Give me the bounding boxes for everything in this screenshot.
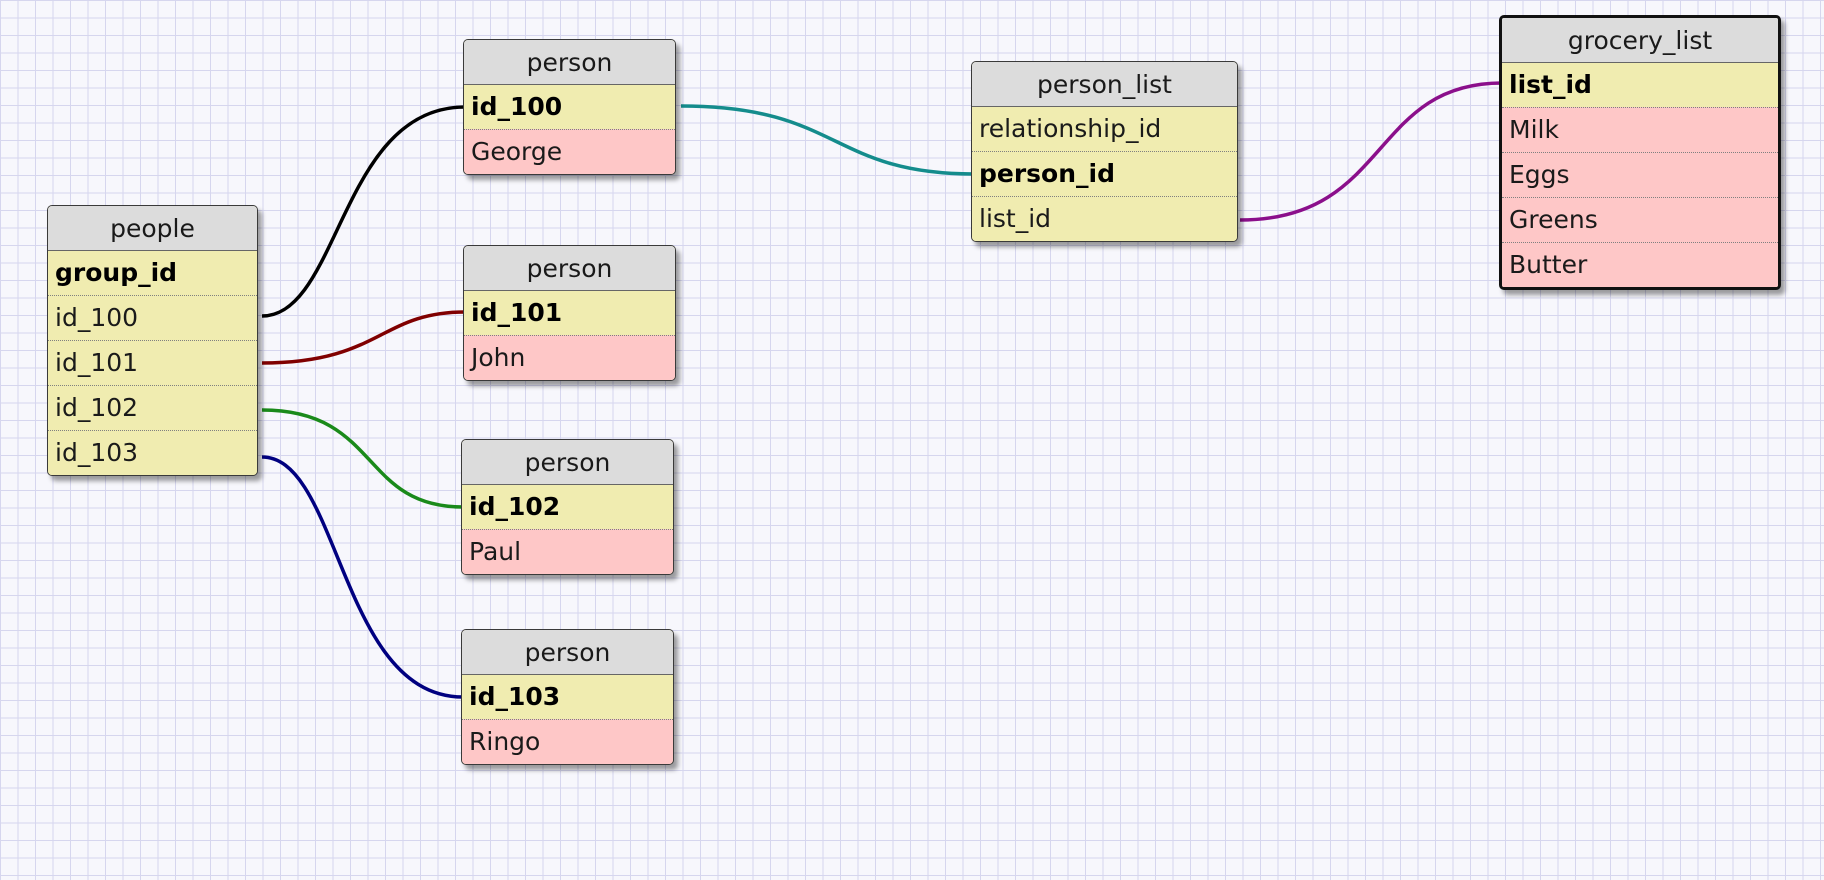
field-person-name[interactable]: John [464, 335, 675, 380]
field-item-milk[interactable]: Milk [1502, 107, 1778, 152]
field-id-100[interactable]: id_100 [48, 295, 257, 340]
link-person-list-to-grocery-list [1239, 81, 1503, 222]
link-people-id102-to-person [261, 408, 464, 509]
field-group-id[interactable]: group_id [48, 251, 257, 295]
field-relationship-id[interactable]: relationship_id [972, 107, 1237, 151]
field-list-id[interactable]: list_id [972, 196, 1237, 241]
table-person-id-100[interactable]: person id_100 George [463, 39, 676, 175]
field-item-greens[interactable]: Greens [1502, 197, 1778, 242]
field-person-name[interactable]: Paul [462, 529, 673, 574]
link-people-id100-to-person [261, 105, 466, 318]
field-person-name[interactable]: Ringo [462, 719, 673, 764]
table-grocery-list[interactable]: grocery_list list_id Milk Eggs Greens Bu… [1499, 15, 1781, 290]
table-people[interactable]: people group_id id_100 id_101 id_102 id_… [47, 205, 258, 476]
link-people-id101-to-person [261, 310, 466, 365]
field-id-101[interactable]: id_101 [48, 340, 257, 385]
table-person-list[interactable]: person_list relationship_id person_id li… [971, 61, 1238, 242]
field-person-key[interactable]: id_102 [462, 485, 673, 529]
table-title: person_list [972, 62, 1237, 107]
field-person-key[interactable]: id_100 [464, 85, 675, 129]
table-title: people [48, 206, 257, 251]
field-item-butter[interactable]: Butter [1502, 242, 1778, 287]
link-people-id103-to-person [261, 455, 464, 699]
link-person-to-person-list [680, 104, 975, 176]
field-person-key[interactable]: id_103 [462, 675, 673, 719]
table-title: person [464, 40, 675, 85]
table-person-id-101[interactable]: person id_101 John [463, 245, 676, 381]
field-id-103[interactable]: id_103 [48, 430, 257, 475]
field-person-name[interactable]: George [464, 129, 675, 174]
table-title: grocery_list [1502, 18, 1778, 63]
table-title: person [464, 246, 675, 291]
field-person-id[interactable]: person_id [972, 151, 1237, 196]
table-title: person [462, 440, 673, 485]
table-person-id-103[interactable]: person id_103 Ringo [461, 629, 674, 765]
field-person-key[interactable]: id_101 [464, 291, 675, 335]
field-list-id[interactable]: list_id [1502, 63, 1778, 107]
table-person-id-102[interactable]: person id_102 Paul [461, 439, 674, 575]
field-id-102[interactable]: id_102 [48, 385, 257, 430]
field-item-eggs[interactable]: Eggs [1502, 152, 1778, 197]
table-title: person [462, 630, 673, 675]
